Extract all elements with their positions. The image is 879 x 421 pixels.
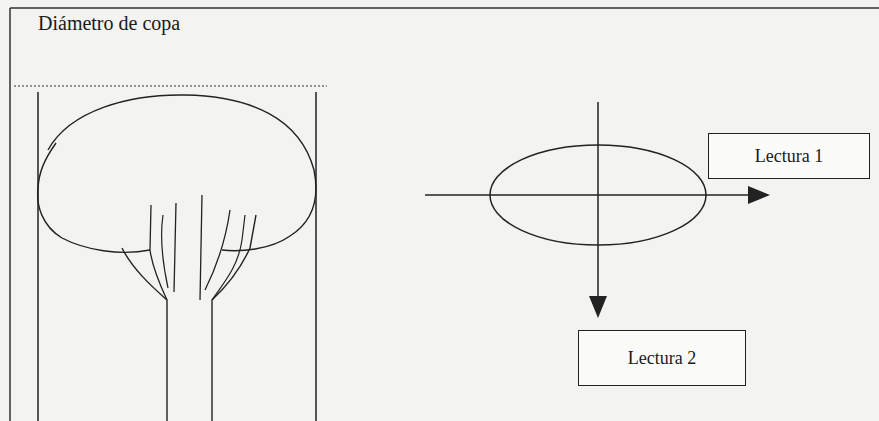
reading-box: Lectura 1 [708,133,870,179]
reading-label: Lectura 1 [755,146,823,167]
reading-box: Lectura 2 [578,330,746,386]
diagram-title: Diámetro de copa [38,12,180,35]
reading-label: Lectura 2 [628,348,696,369]
